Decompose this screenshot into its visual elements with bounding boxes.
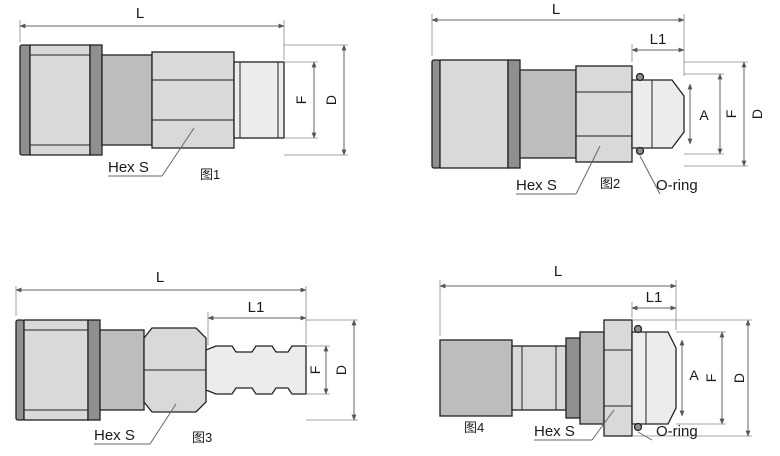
fig1-neck xyxy=(101,54,153,146)
fig3-front-lip xyxy=(15,319,25,421)
fig4-caption: 图4 xyxy=(464,420,484,435)
fig4-label-hex: Hex S xyxy=(534,423,575,440)
fig2-collar-ring xyxy=(507,59,521,169)
fig4-oring-top xyxy=(633,324,643,334)
fig2-cone-tail xyxy=(631,79,685,149)
fig2-caption: 图2 xyxy=(600,176,620,191)
fig2-label-F: F xyxy=(723,110,739,119)
fig2-label-hex: Hex S xyxy=(516,177,557,194)
fig3-neck xyxy=(99,329,145,411)
fig2-hex-nut xyxy=(575,65,633,163)
figure-1: L F D Hex S 图1 xyxy=(19,5,348,182)
fig1-label-hex: Hex S xyxy=(108,159,149,176)
fig2-label-oring: O-ring xyxy=(656,177,698,194)
fig3-caption: 图3 xyxy=(192,430,212,445)
fig3-label-L1: L1 xyxy=(248,299,265,316)
fig1-collar-ring xyxy=(89,44,103,156)
fig3-label-D: D xyxy=(333,365,349,375)
fig4-cone-tail xyxy=(631,331,677,425)
fig2-label-L1: L1 xyxy=(650,31,667,48)
fig4-label-D: D xyxy=(731,373,747,383)
fig4-groove-ring xyxy=(565,337,581,419)
fig4-shoulder xyxy=(579,331,605,425)
fig1-front-lip xyxy=(19,44,31,156)
fig3-collar-ring xyxy=(87,319,101,421)
fig2-socket-sleeve xyxy=(439,59,509,169)
fig2-label-A: A xyxy=(699,107,709,123)
fig4-label-oring: O-ring xyxy=(656,423,698,440)
fig1-label-D: D xyxy=(323,95,339,105)
fig4-plug-body xyxy=(511,345,567,411)
fig2-label-D: D xyxy=(749,109,765,119)
fig3-label-F: F xyxy=(307,366,323,375)
figure-2: L L1 A F D Hex S 图2 O-ring xyxy=(431,1,765,195)
fig1-socket-sleeve xyxy=(29,44,91,156)
fig4-label-L1: L1 xyxy=(646,289,663,306)
figure-3: L L1 F D Hex S 图3 xyxy=(15,269,358,445)
fig1-tail xyxy=(233,61,285,139)
fig3-label-L: L xyxy=(156,269,164,286)
fig3-socket-sleeve xyxy=(23,319,89,421)
fig4-plug-stem xyxy=(439,339,513,417)
figure-4: L L1 A F D 图4 Hex S O-ring xyxy=(439,263,752,441)
fig1-hex-nut xyxy=(151,51,235,149)
fig1-caption: 图1 xyxy=(200,167,220,182)
fig2-front-lip xyxy=(431,59,441,169)
fig4-label-F: F xyxy=(703,374,719,383)
fig2-oring-bottom xyxy=(635,146,645,156)
fig2-neck xyxy=(519,69,577,159)
fig4-label-L: L xyxy=(554,263,562,280)
fig1-label-L: L xyxy=(136,5,144,22)
fig2-oring-top xyxy=(635,72,645,82)
fig3-hose-barb xyxy=(205,345,307,395)
fig4-label-A: A xyxy=(689,367,699,383)
fig3-label-hex: Hex S xyxy=(94,427,135,444)
fig4-oring-bottom xyxy=(633,422,643,432)
fig1-label-F: F xyxy=(293,96,309,105)
fig2-label-L: L xyxy=(552,1,560,18)
